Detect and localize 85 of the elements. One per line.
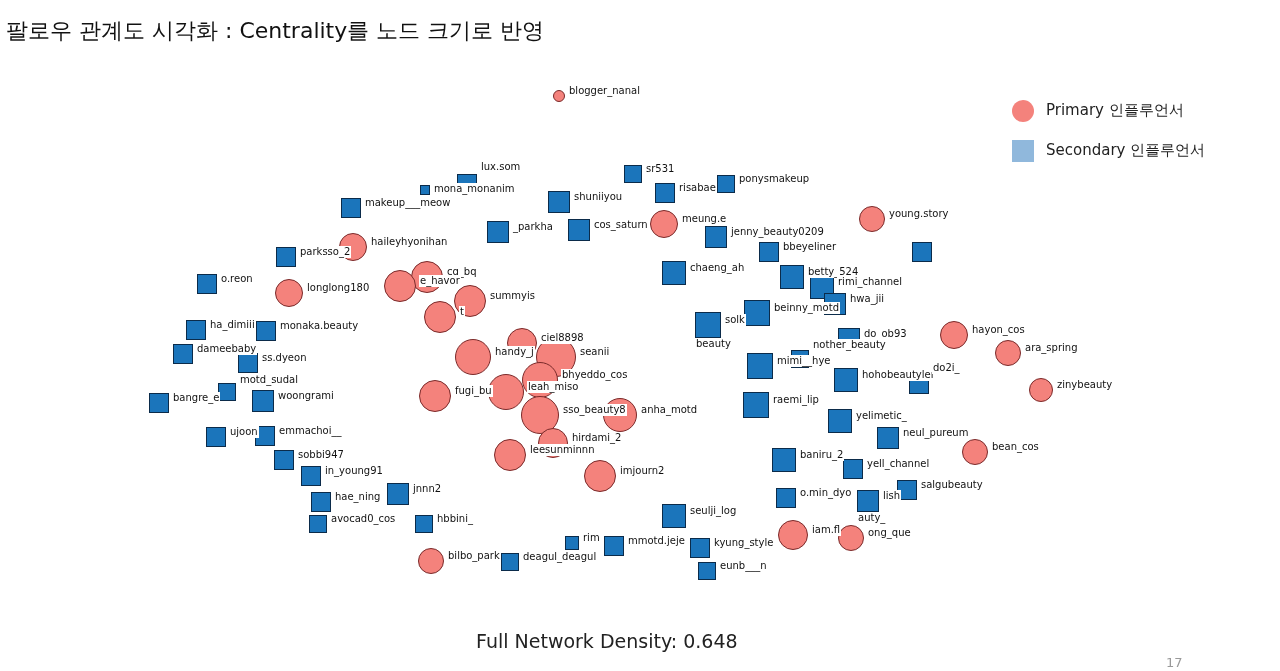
- username-label: mona_monanim: [433, 183, 516, 195]
- username-label: seanii: [579, 346, 611, 358]
- username-label: sso_beauty8: [562, 404, 627, 416]
- username-label: leesunminnn: [529, 444, 596, 456]
- username-label: hwa_jii: [849, 293, 885, 305]
- username-label: monaka.beauty: [279, 320, 360, 332]
- username-label: summyis: [489, 290, 536, 302]
- username-label: bilbo_park: [447, 550, 501, 562]
- username-label: lish: [882, 490, 902, 502]
- username-label: meung.e: [681, 213, 728, 225]
- username-label: deagul_deagul: [522, 551, 598, 563]
- title: 팔로우 관계도 시각화 : Centrality를 노드 크기로 반영: [6, 17, 545, 45]
- username-label: ha_dimiii: [209, 319, 256, 331]
- username-label: handy_j: [494, 346, 535, 358]
- username-label: baniru_2: [799, 449, 845, 461]
- username-label: bean_cos: [991, 441, 1040, 453]
- username-label: in_young91: [324, 465, 384, 477]
- username-label: kyung_style: [713, 537, 775, 549]
- username-label: o.reon: [220, 273, 254, 285]
- username-label: parksso_2: [299, 246, 352, 258]
- username-label: avocad0_cos: [330, 513, 397, 525]
- username-label: hayon_cos: [971, 324, 1026, 336]
- username-label: lux.som: [480, 161, 522, 173]
- username-label: beauty: [695, 338, 732, 350]
- username-label: ara_spring: [1024, 342, 1079, 354]
- username-label: ujoon: [229, 426, 259, 438]
- username-label: t: [459, 306, 465, 318]
- username-label: ss.dyeon: [261, 352, 308, 364]
- username-label: motd_sudal: [239, 374, 299, 386]
- username-label: cos_saturn: [593, 219, 649, 231]
- username-label: bangre_e: [172, 392, 221, 404]
- username-label: jnnn2: [412, 483, 443, 495]
- username-label: anha_motd: [640, 404, 699, 416]
- username-label: ponysmakeup: [738, 173, 811, 185]
- username-label: do2i_: [932, 362, 961, 374]
- username-label: fugi_bu: [454, 385, 493, 397]
- username-label: solk: [724, 314, 746, 326]
- username-label: dameebaby: [196, 343, 258, 355]
- username-label: rimi_channel: [837, 276, 903, 288]
- username-label: makeup___meow: [364, 197, 452, 209]
- username-label: ciel8898: [540, 332, 585, 344]
- username-label: _parkha: [512, 221, 554, 233]
- username-label: rim: [582, 532, 601, 544]
- username-label: hbbini_: [436, 513, 474, 525]
- username-label: auty_: [857, 512, 887, 524]
- username-label: betty_524: [807, 266, 860, 278]
- username-label: e_havor: [419, 275, 461, 287]
- username-label: blogger_nanal: [568, 85, 641, 97]
- username-label: seulji_log: [689, 505, 738, 517]
- caption: Full Network Density: 0.648: [476, 630, 738, 652]
- username-label: do_ob93: [863, 328, 908, 340]
- username-label: beinny_motd: [773, 302, 840, 314]
- username-label: hirdami_2: [571, 432, 623, 444]
- username-label: hae_ning: [334, 491, 382, 503]
- username-label: risabae: [678, 182, 717, 194]
- username-label: bhyeddo_cos: [561, 369, 629, 381]
- username-label: young.story: [888, 208, 950, 220]
- username-label: jenny_beauty0209: [730, 226, 825, 238]
- username-label: sr531: [645, 163, 676, 175]
- username-label: mmotd.jeje: [627, 535, 686, 547]
- username-label: ong_que: [867, 527, 912, 539]
- page-number: 17: [1166, 655, 1183, 670]
- username-label: woongrami: [277, 390, 335, 402]
- username-label: chaeng_ah: [689, 262, 746, 274]
- username-label: o.min_dyo: [799, 487, 853, 499]
- username-label: bbeyeliner: [782, 241, 838, 253]
- legend-text: Secondary 인플루언서: [1046, 141, 1206, 160]
- username-label: raemi_lip: [772, 394, 820, 406]
- username-label: leah_miso: [527, 381, 580, 393]
- username-label: yelimetic_: [855, 410, 908, 422]
- username-label: nother_beauty: [812, 339, 887, 351]
- legend-text: Primary 인플루언서: [1046, 101, 1184, 120]
- username-label: zinybeauty: [1056, 379, 1114, 391]
- username-label: iam.fl: [811, 524, 842, 536]
- username-label: shuniiyou: [573, 191, 624, 203]
- username-label: emmachoi__: [278, 425, 343, 437]
- username-label: mimi__hye: [776, 355, 832, 367]
- username-label: yell_channel: [866, 458, 931, 470]
- username-label: longlong180: [306, 282, 371, 294]
- username-label: sobbi947: [297, 449, 345, 461]
- username-label: haileyhyonihan: [370, 236, 449, 248]
- username-label: neul_pureum: [902, 427, 970, 439]
- username-label: imjourn2: [619, 465, 666, 477]
- username-label: salgubeauty: [920, 479, 984, 491]
- username-label: eunb___n: [719, 560, 768, 572]
